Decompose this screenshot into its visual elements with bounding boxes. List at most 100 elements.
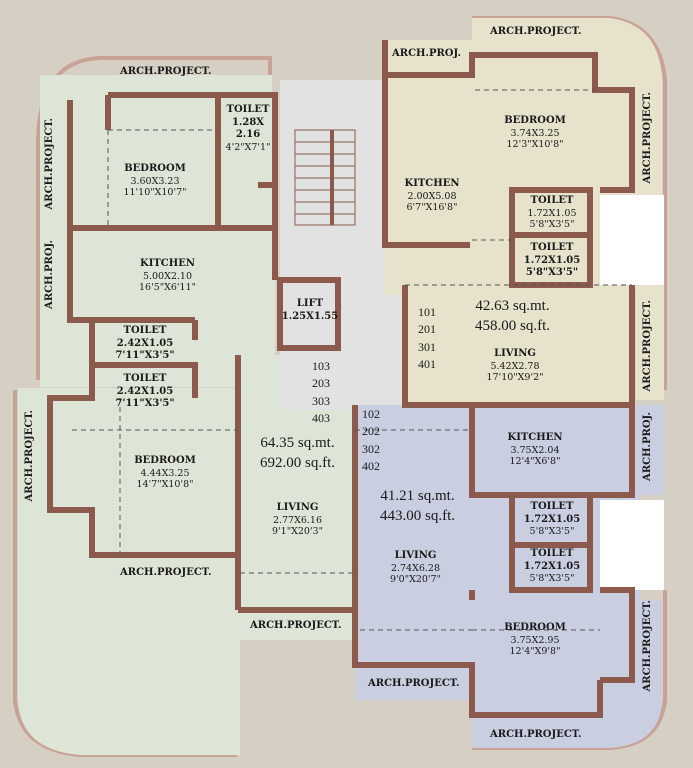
room-dim: 1.25X1.55 <box>281 310 339 322</box>
room-dim: 4.44X3.25 <box>140 467 190 479</box>
room-name: TOILET <box>530 548 574 559</box>
room-dim-ft: 5'8"X3'5" <box>529 573 575 584</box>
room-dim-ft: 5'8"X3'5" <box>529 526 575 537</box>
toilet-label-f2a: TOILET 1.72X1.05 5'8"X3'5" <box>514 195 590 231</box>
unit-number: 102 <box>362 407 380 421</box>
unit-number: 302 <box>362 441 380 456</box>
room-name: LIVING <box>494 348 536 359</box>
unit-numbers-f2: 101 201 301 401 <box>418 304 436 374</box>
toilet-label-f1: TOILET 1.28X 2.16 4'2"X7'1" <box>222 104 274 153</box>
living-label-f3: LIVING 2.74X6.28 9'0"X20'7" <box>358 550 473 586</box>
arch-label-bottom-mid: ARCH.PROJECT. <box>250 620 342 631</box>
bedroom-label-f1b: BEDROOM 4.44X3.25 14'7"X10'8" <box>110 455 220 491</box>
toilet-label-f1b: TOILET 2.42X1.05 7'11"X3'5" <box>90 325 200 363</box>
room-dim: 2.74X6.28 <box>390 562 441 574</box>
room-name: KITCHEN <box>507 432 563 443</box>
unit-number: 203 <box>312 376 330 391</box>
arch-label-left-lower: ARCH.PROJECT. <box>24 410 35 502</box>
kitchen-label-f2: KITCHEN 2.00X5.08 6'7"X16'8" <box>392 178 472 214</box>
toilet-label-f1c: TOILET 2.42X1.05 7'11"X3'5" <box>90 373 200 411</box>
room-dim-ft: 7'11"X3'5" <box>115 350 175 361</box>
arch-label-right-proj: ARCH.PROJ. <box>642 412 653 481</box>
room-name: BEDROOM <box>504 622 566 633</box>
room-dim-ft: 9'0"X20'7" <box>390 574 441 586</box>
room-name: LIVING <box>276 502 319 513</box>
toilet-label-f3b: TOILET 1.72X1.05 5'8"X3'5" <box>514 548 590 585</box>
kitchen-label-f1: KITCHEN 5.00X2.10 16'5"X6'11" <box>110 258 225 294</box>
area-sqft: 692.00 sq.ft. <box>260 455 335 472</box>
bedroom-label-f2: BEDROOM 3.74X3.25 12'3"X10'8" <box>480 115 590 151</box>
room-dim-ft: 6'7"X16'8" <box>406 202 458 214</box>
area-f1: 64.35 sq.mt. 692.00 sq.ft. <box>240 433 355 474</box>
unit-number: 202 <box>362 424 380 439</box>
arch-label-right-mid: ARCH.PROJECT. <box>642 300 653 392</box>
unit-number: 402 <box>362 459 380 474</box>
room-dim: 3.75X2.04 <box>510 444 560 456</box>
room-dim-ft: 4'2"X7'1" <box>225 141 271 153</box>
area-sqmt: 64.35 sq.mt. <box>260 435 335 451</box>
room-name: BEDROOM <box>134 455 196 466</box>
arch-label-right-upper: ARCH.PROJECT. <box>642 92 653 184</box>
arch-label-bottom-left: ARCH.PROJECT. <box>120 567 212 578</box>
room-dim: 1.72X1.05 <box>523 560 581 572</box>
living-label-f1: LIVING 2.77X6.16 9'1"X20'3" <box>240 502 355 538</box>
bedroom-label-f3: BEDROOM 3.75X2.95 12'4"X9'8" <box>480 622 590 658</box>
unit-number: 101 <box>418 305 436 319</box>
room-name: LIFT <box>296 298 324 309</box>
room-name: KITCHEN <box>404 178 460 189</box>
flat-1-area <box>18 75 355 755</box>
room-dim: 3.60X3.23 <box>130 175 180 187</box>
room-name: KITCHEN <box>140 258 195 269</box>
lift-label: LIFT 1.25X1.55 <box>280 298 340 323</box>
room-dim-ft: 12'4"X9'8" <box>509 646 561 658</box>
room-dim-ft: 14'7"X10'8" <box>136 479 194 491</box>
room-dim-ft: 16'5"X6'11" <box>139 282 196 294</box>
toilet-label-f2b: TOILET 1.72X1.05 5'8"X3'5" <box>514 242 590 280</box>
unit-number: 403 <box>312 411 330 426</box>
room-name: TOILET <box>530 501 574 512</box>
staircase <box>294 129 356 226</box>
bedroom-label-f1a: BEDROOM 3.60X3.23 11'10"X10'7" <box>100 163 210 199</box>
room-dim: 1.72X1.05 <box>527 207 577 219</box>
unit-numbers-f3: 102 202 302 402 <box>362 406 380 476</box>
room-dim: 1.28X <box>231 116 265 128</box>
room-name: BEDROOM <box>124 163 186 174</box>
unit-number: 301 <box>418 339 436 354</box>
room-dim: 2.42X1.05 <box>116 337 174 349</box>
living-label-f2: LIVING 5.42X2.78 17'10"X9'2" <box>460 348 570 384</box>
unit-number: 103 <box>312 359 330 373</box>
room-dim: 3.74X3.25 <box>510 127 560 139</box>
arch-label-bottom-right: ARCH.PROJECT. <box>490 729 582 740</box>
unit-number: 201 <box>418 322 436 337</box>
room-name: LIVING <box>394 550 437 561</box>
room-dim: 1.72X1.05 <box>523 513 581 525</box>
unit-number: 303 <box>312 393 330 408</box>
room-dim-ft: 5'8"X3'5" <box>525 267 579 278</box>
room-dim-ft: 17'10"X9'2" <box>486 372 544 384</box>
area-sqft: 443.00 sq.ft. <box>380 508 455 525</box>
room-dim-ft: 5'8"X3'5" <box>529 219 575 231</box>
room-dim: 2.77X6.16 <box>272 514 323 526</box>
arch-label-top-proj: ARCH.PROJ. <box>392 48 461 59</box>
area-f2: 42.63 sq.mt. 458.00 sq.ft. <box>455 296 570 337</box>
arch-label-top-left: ARCH.PROJECT. <box>120 66 212 77</box>
room-dim-ft: 11'10"X10'7" <box>123 187 187 199</box>
area-f3: 41.21 sq.mt. 443.00 sq.ft. <box>360 486 475 527</box>
toilet-label-f3a: TOILET 1.72X1.05 5'8"X3'5" <box>514 501 590 538</box>
room-name: TOILET <box>123 373 167 384</box>
area-sqmt: 41.21 sq.mt. <box>380 488 455 504</box>
kitchen-label-f3: KITCHEN 3.75X2.04 12'4"X6'8" <box>480 432 590 468</box>
flat-2-area <box>385 18 664 405</box>
area-sqmt: 42.63 sq.mt. <box>475 298 550 314</box>
room-name: TOILET <box>530 195 574 206</box>
room-dim: 3.75X2.95 <box>510 634 560 646</box>
arch-label-bottom-mid2: ARCH.PROJECT. <box>368 678 460 689</box>
room-dim-ft: 12'4"X6'8" <box>509 456 561 468</box>
room-dim-ft: 7'11"X3'5" <box>115 398 175 409</box>
unit-numbers-f1: 103 203 303 403 <box>312 358 330 428</box>
unit-number: 401 <box>418 357 436 372</box>
room-dim: 5.00X2.10 <box>142 270 193 282</box>
arch-label-left-proj: ARCH.PROJ. <box>44 240 55 309</box>
room-dim-ft: 9'1"X20'3" <box>272 526 323 538</box>
